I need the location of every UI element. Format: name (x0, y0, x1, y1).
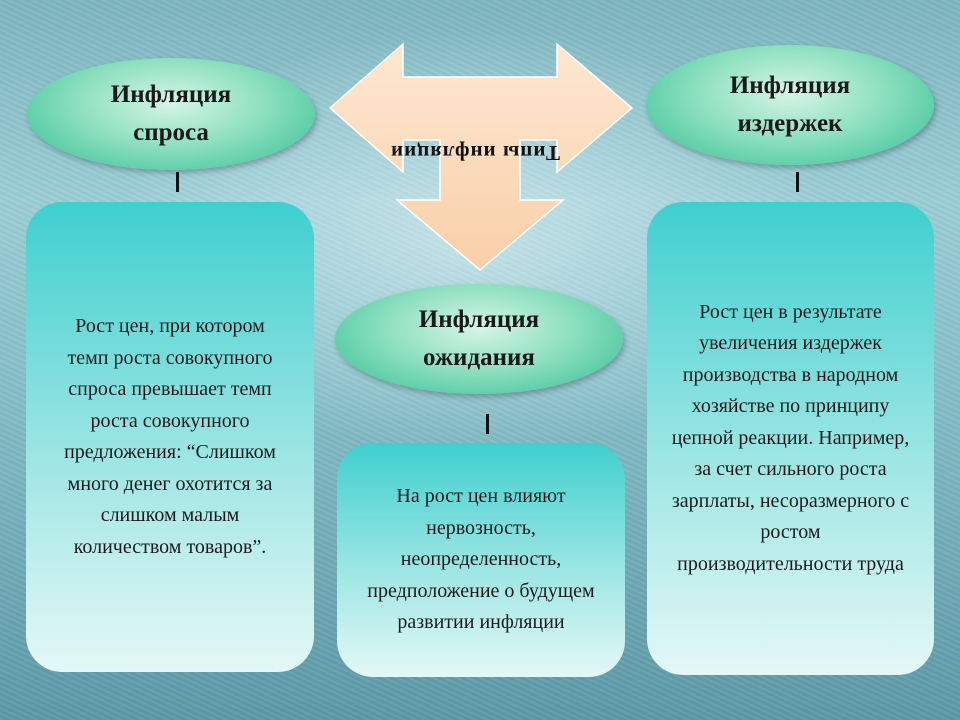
arrow-shape (328, 42, 634, 271)
connector-line (176, 172, 179, 192)
type-title-expectation: Инфляция ожидания (335, 284, 623, 394)
connector-line (796, 172, 799, 192)
type-description-cost: Рост цен в результате увеличения издерже… (647, 202, 934, 675)
arrow-label: Типы инфляции (390, 141, 560, 165)
connector-line (486, 414, 489, 434)
type-title-text: Инфляция издержек (729, 72, 851, 137)
type-description-text: Рост цен, при котором темп роста совокуп… (64, 315, 276, 558)
type-description-text: На рост цен влияют нервозность, неопреде… (367, 485, 595, 634)
type-description-expectation: На рост цен влияют нервозность, неопреде… (337, 443, 625, 677)
type-title-cost: Инфляция издержек (646, 45, 934, 165)
type-description-text: Рост цен в результате увеличения издерже… (671, 300, 910, 575)
type-title-text: Инфляция ожидания (418, 306, 540, 371)
type-title-demand: Инфляция спроса (27, 58, 315, 170)
type-description-demand: Рост цен, при котором темп роста совокуп… (26, 202, 314, 672)
type-title-text: Инфляция спроса (110, 81, 232, 146)
